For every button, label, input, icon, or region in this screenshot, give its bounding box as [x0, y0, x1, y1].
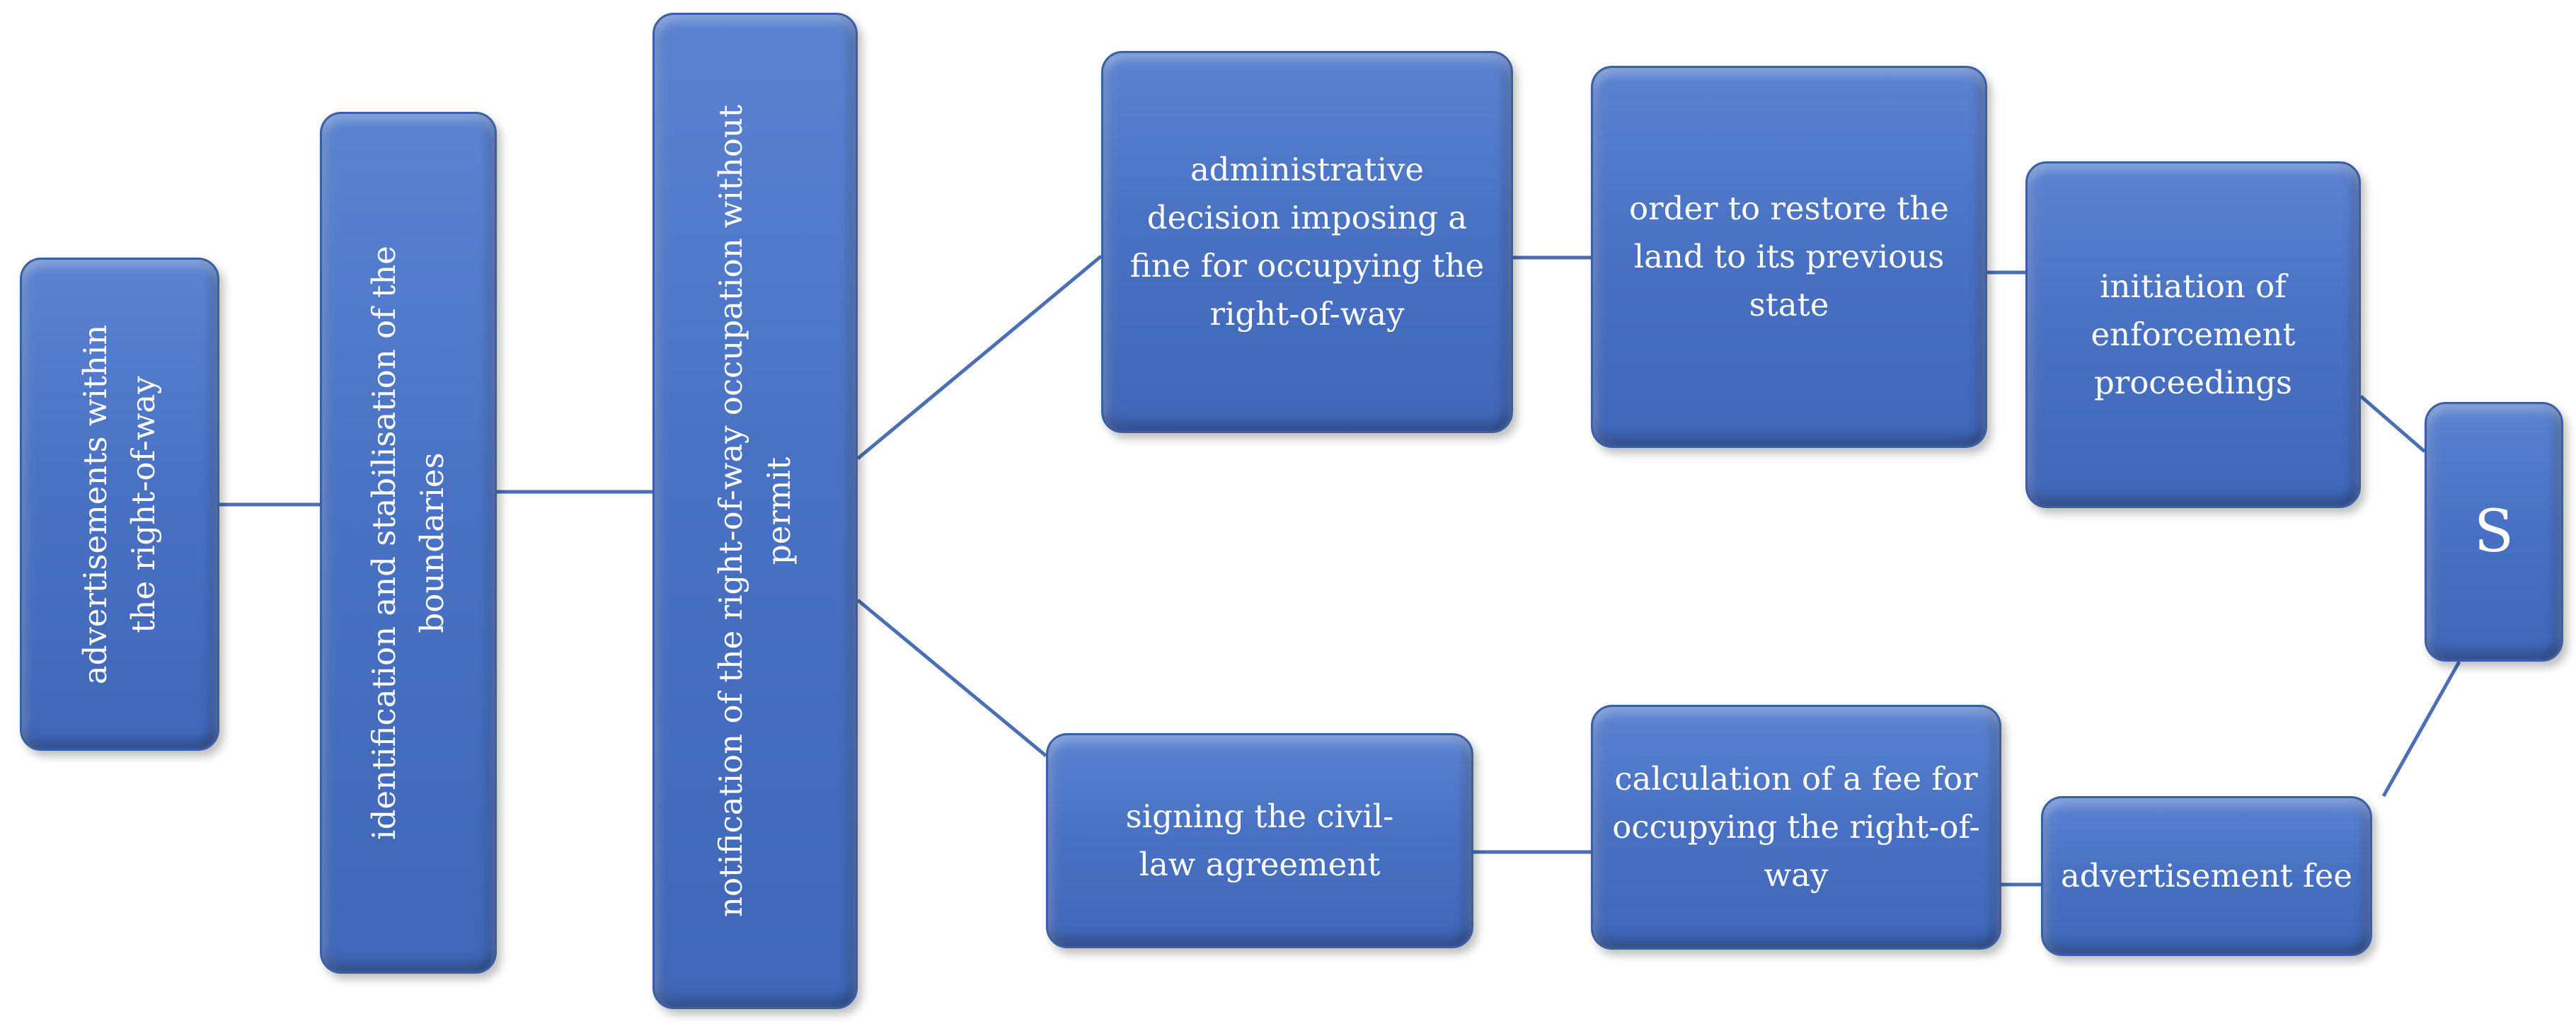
node-identification: identification and stabilisation of the …: [320, 112, 497, 974]
edge-enforcement-s-node: [2359, 395, 2426, 453]
node-notification-label: notification of the right-of-way occupat…: [712, 105, 798, 918]
node-enforcement-label: initiation of enforcement proceedings: [2091, 267, 2296, 401]
node-s-label: S: [2473, 497, 2514, 565]
node-enforcement: initiation of enforcement proceedings: [2025, 161, 2361, 508]
node-ad-fee-label: advertisement fee: [2061, 857, 2352, 894]
node-fee-calc: calculation of a fee for occupying the r…: [1591, 705, 2001, 950]
node-advertisements: advertisements within the right-of-way: [20, 258, 219, 751]
node-ad-fee: advertisement fee: [2041, 796, 2372, 956]
node-identification-label: identification and stabilisation of the …: [365, 246, 451, 840]
node-restore-order: order to restore the land to its previou…: [1591, 66, 1987, 448]
node-admin-decision: administrative decision imposing a fine …: [1101, 51, 1513, 433]
edge-notification-admin-decision: [856, 255, 1103, 460]
node-civil-law-label: signing the civil-law agreement: [1125, 798, 1394, 883]
node-s: S: [2425, 402, 2563, 662]
node-advertisements-label: advertisements within the right-of-way: [76, 324, 162, 684]
node-fee-calc-label: calculation of a fee for occupying the r…: [1612, 760, 1980, 894]
edge-ad-fee-s-node: [2381, 660, 2461, 798]
node-notification: notification of the right-of-way occupat…: [652, 13, 858, 1009]
node-admin-decision-label: administrative decision imposing a fine …: [1129, 151, 1485, 333]
node-civil-law: signing the civil-law agreement: [1046, 733, 1473, 948]
node-restore-order-label: order to restore the land to its previou…: [1629, 190, 1949, 323]
edge-notification-civil-law: [856, 599, 1047, 757]
